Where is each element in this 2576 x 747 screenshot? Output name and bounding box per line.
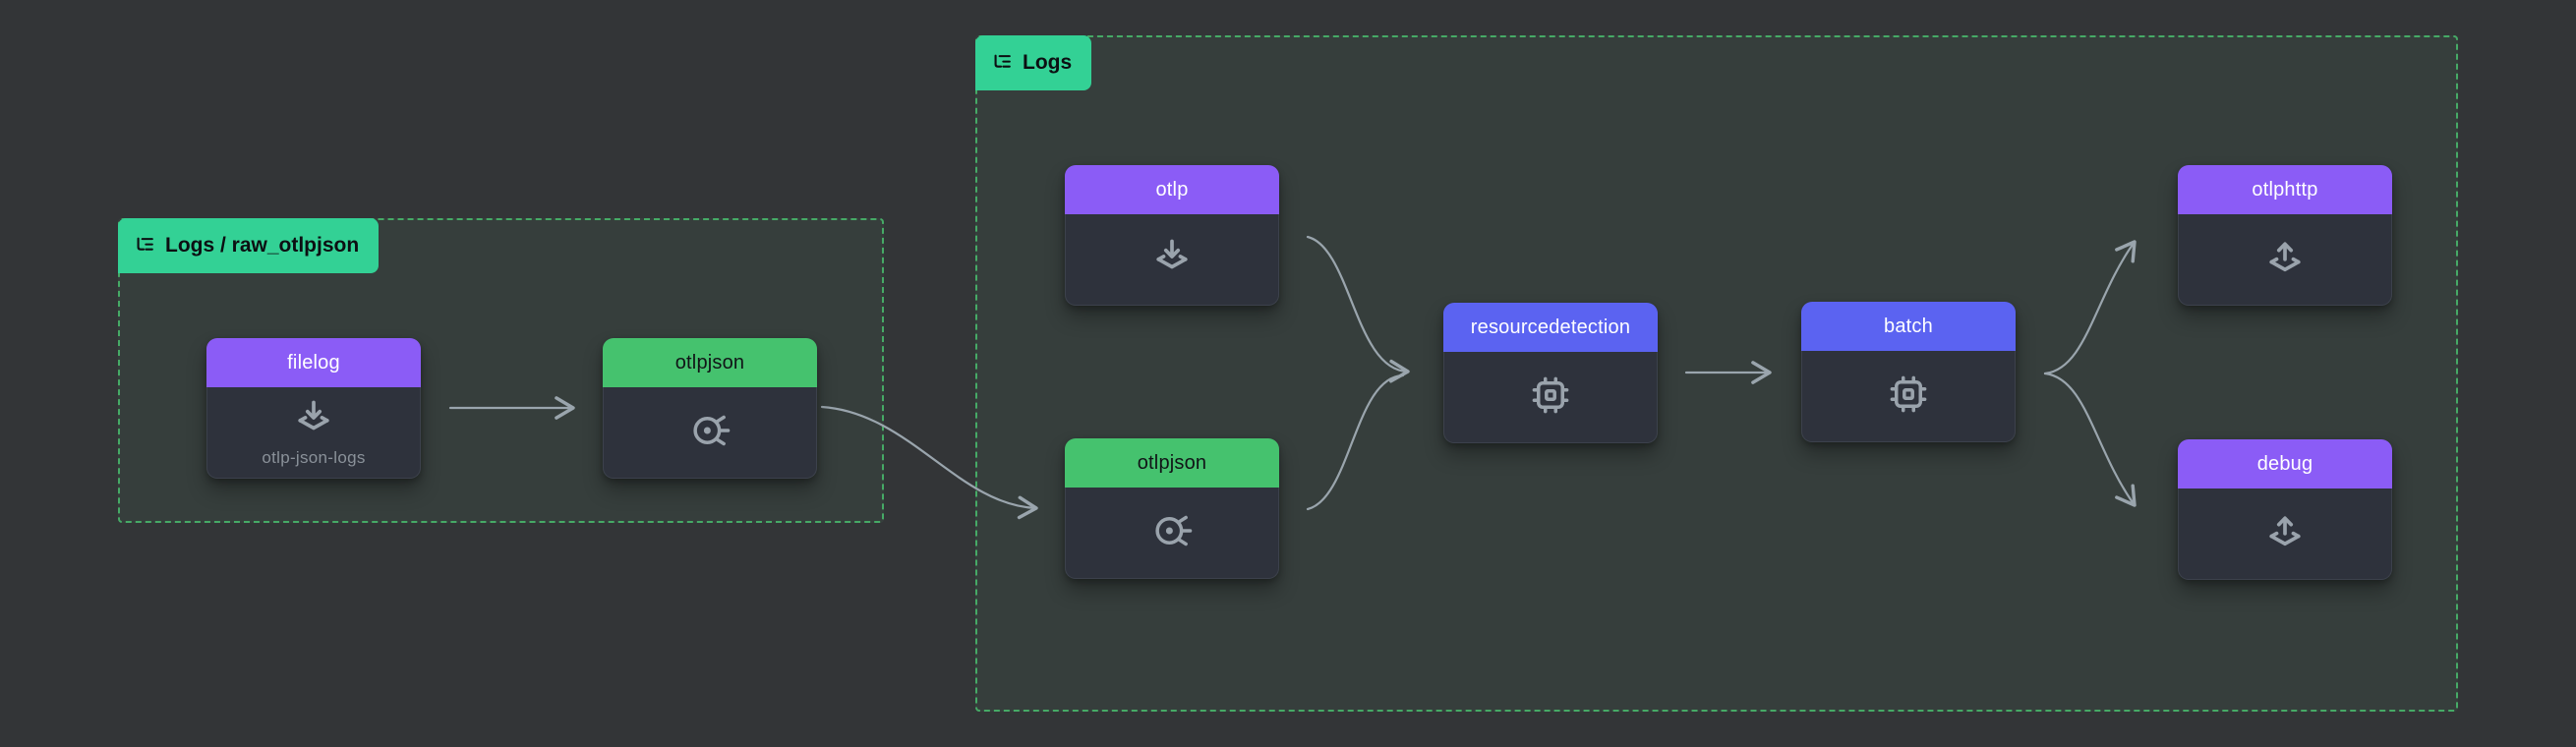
list-tree-icon [134, 235, 155, 257]
node-filelog[interactable]: filelog otlp-json-logs [206, 338, 421, 479]
group-label: Logs / raw_otlpjson [165, 234, 360, 257]
node-resourcedetection[interactable]: resourcedetection [1443, 303, 1658, 443]
pipeline-group-logs [975, 35, 2458, 712]
node-subtitle: otlp-json-logs [262, 448, 366, 467]
processor-icon [1888, 374, 1929, 420]
node-otlphttp[interactable]: otlphttp [2178, 165, 2392, 306]
node-title: otlpjson [603, 338, 817, 387]
connector-icon [689, 410, 731, 456]
list-tree-icon [991, 52, 1013, 74]
node-title: filelog [206, 338, 421, 387]
node-title: otlp [1065, 165, 1279, 214]
node-otlpjson-raw[interactable]: otlpjson [603, 338, 817, 479]
pipeline-group-badge-logs-raw-otlpjson[interactable]: Logs / raw_otlpjson [118, 218, 380, 273]
connector-icon [1151, 510, 1193, 556]
node-batch[interactable]: batch [1801, 302, 2016, 442]
node-title: batch [1801, 302, 2016, 351]
group-label: Logs [1023, 51, 1073, 74]
node-debug[interactable]: debug [2178, 439, 2392, 580]
receiver-icon [1150, 236, 1194, 284]
node-title: otlpjson [1065, 438, 1279, 488]
node-otlpjson[interactable]: otlpjson [1065, 438, 1279, 579]
pipeline-group-badge-logs[interactable]: Logs [975, 35, 1092, 90]
node-title: otlphttp [2178, 165, 2392, 214]
node-otlp[interactable]: otlp [1065, 165, 1279, 306]
node-title: debug [2178, 439, 2392, 488]
exporter-icon [2263, 236, 2307, 284]
exporter-icon [2263, 510, 2307, 558]
node-title: resourcedetection [1443, 303, 1658, 352]
receiver-icon [292, 397, 335, 445]
processor-icon [1530, 374, 1571, 421]
